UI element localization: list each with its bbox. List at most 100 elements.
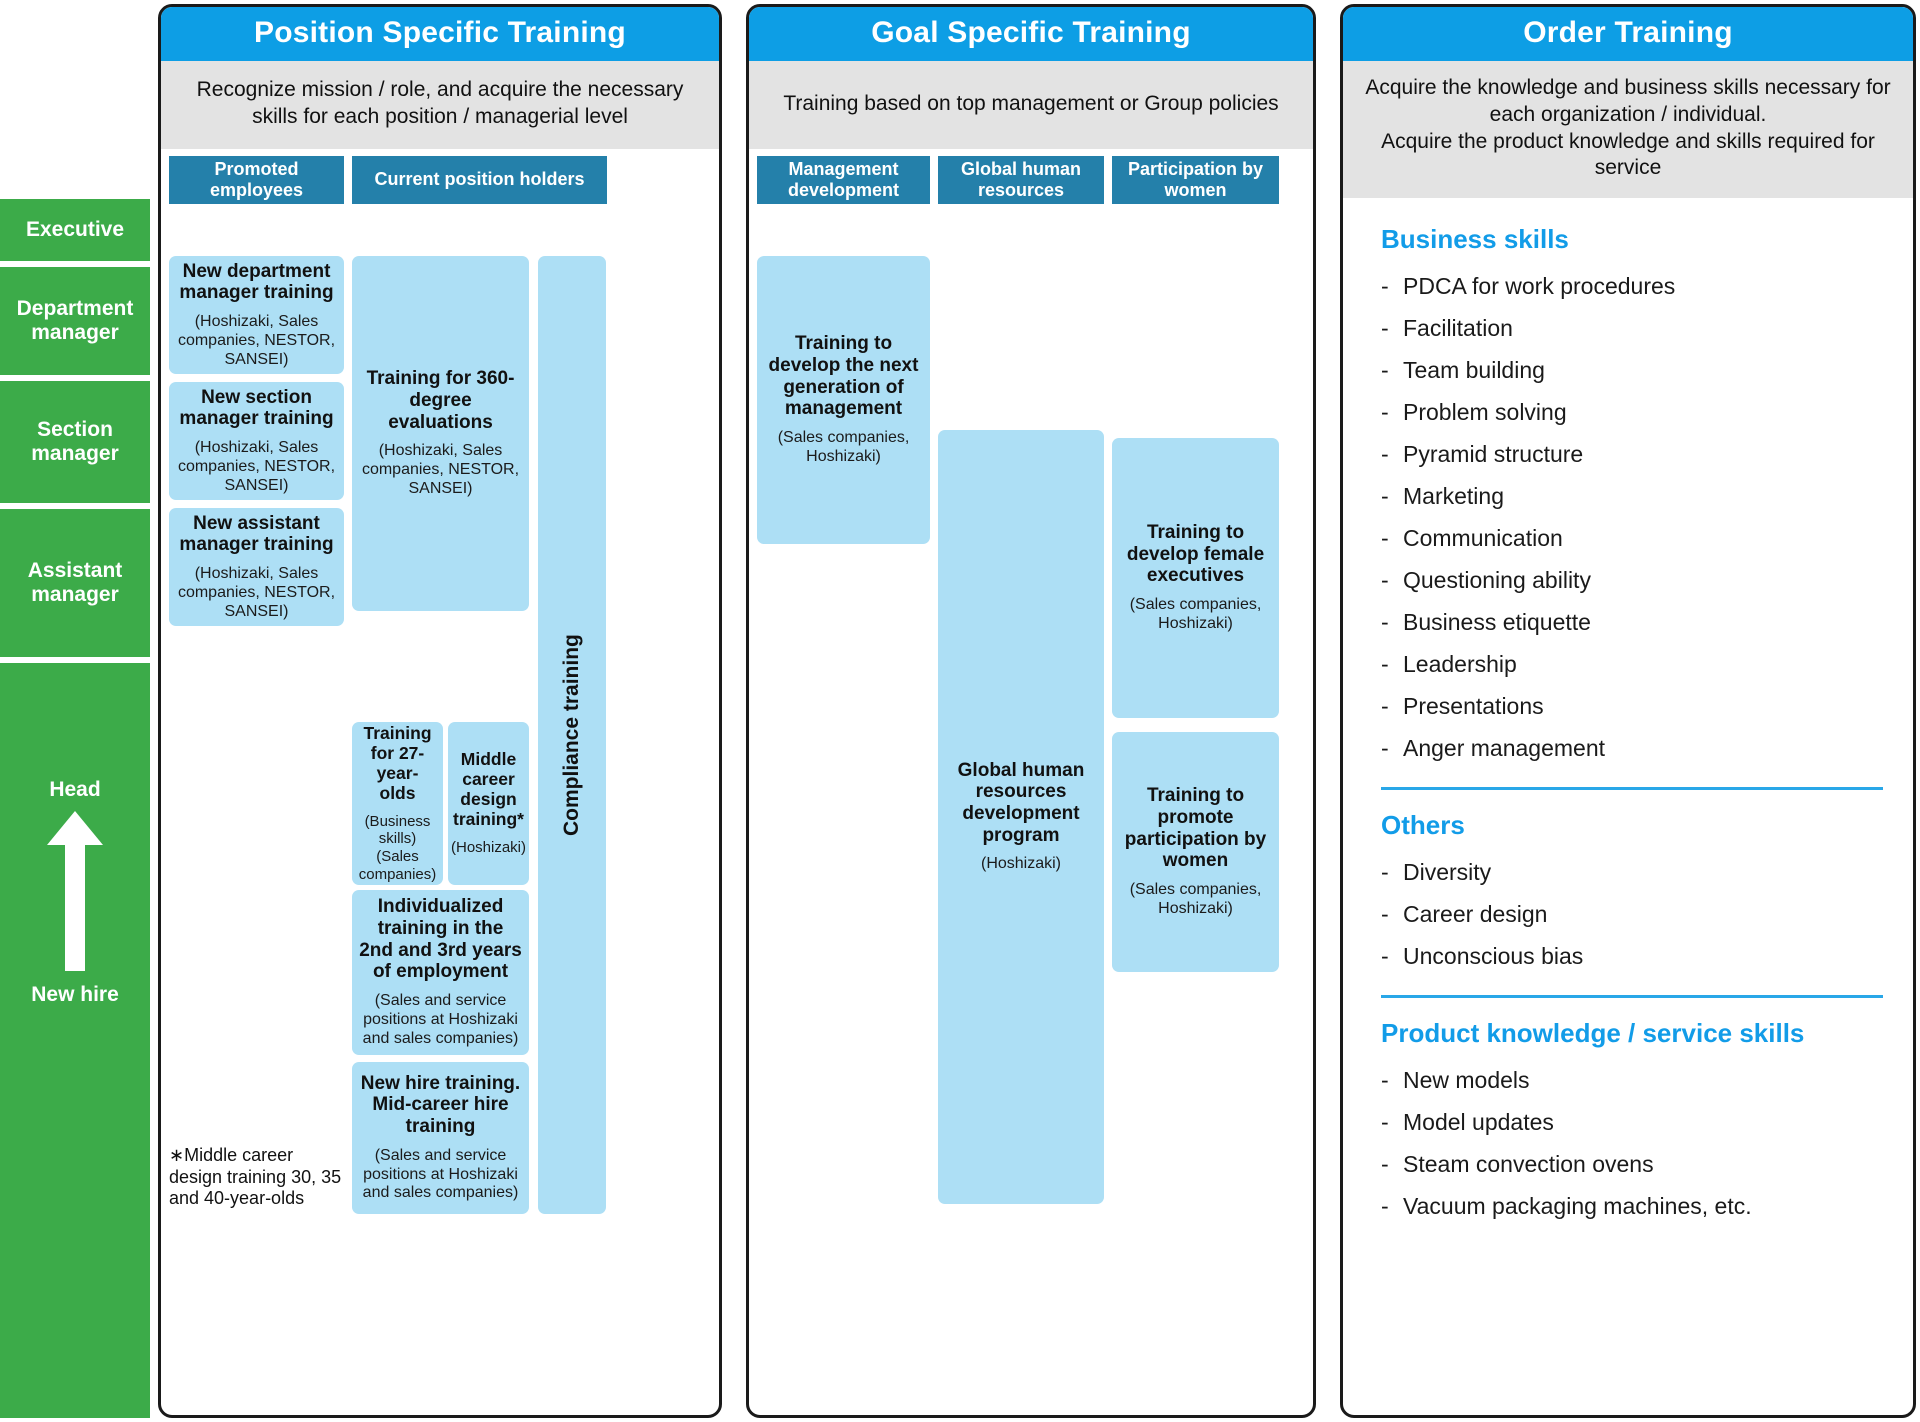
card-subtext: (Hoshizaki, Sales companies, NESTOR, SAN… — [177, 564, 336, 620]
ladder-level-label: Assistant manager — [27, 558, 123, 606]
card-title: New section manager training — [179, 386, 334, 430]
section-heading: Product knowledge / service skills — [1381, 1018, 1805, 1048]
card-title: Middle career design training* — [453, 749, 524, 830]
skill-list-others: -Diversity -Career design -Unconscious b… — [1381, 851, 1883, 977]
card-middle-career-design-training[interactable]: Middle career design training* (Hoshizak… — [448, 722, 529, 885]
card-training-next-generation-of-management[interactable]: Training to develop the next generation … — [757, 256, 930, 544]
panel-position-specific-training: Position Specific Training Recognize mis… — [158, 4, 722, 1418]
card-title: Global human resources development progr… — [957, 759, 1085, 846]
panel-title: Goal Specific Training — [749, 7, 1313, 61]
order-training-sections: Business skills -PDCA for work procedure… — [1343, 198, 1913, 1227]
ladder-level-section-manager: Section manager — [0, 381, 150, 503]
card-new-hire-and-mid-career-hire-training[interactable]: New hire training. Mid-career hire train… — [352, 1062, 529, 1214]
ladder-new-hire-label: New hire — [31, 983, 119, 1006]
up-arrow-icon — [47, 811, 103, 971]
card-individualized-training-2nd-3rd-years[interactable]: Individualized training in the 2nd and 3… — [352, 890, 529, 1055]
list-item: -Team building — [1381, 356, 1545, 383]
panel-subtitle: Acquire the knowledge and business skill… — [1343, 61, 1913, 198]
column-header-row: Management development Global human reso… — [749, 149, 1313, 204]
section-product-knowledge: Product knowledge / service skills -New … — [1381, 1018, 1883, 1227]
card-title: New department manager training — [179, 260, 334, 304]
list-item: -Vacuum packaging machines, etc. — [1381, 1192, 1752, 1219]
card-new-department-manager-training[interactable]: New department manager training (Hoshiza… — [169, 256, 344, 374]
list-item: -Anger management — [1381, 734, 1606, 761]
card-title: Training for 360-degree evaluations — [366, 368, 515, 433]
list-item: -Career design — [1381, 900, 1548, 927]
column-header-row: Promoted employees Current position hold… — [161, 149, 719, 204]
list-item: -Marketing — [1381, 482, 1504, 509]
ladder-head-label: Head — [49, 778, 101, 801]
section-heading: Business skills — [1381, 224, 1569, 254]
list-item: -Unconscious bias — [1381, 942, 1584, 969]
list-item: -Diversity — [1381, 858, 1492, 885]
list-item: -Business etiquette — [1381, 608, 1591, 635]
card-subtext: (Hoshizaki, Sales companies, NESTOR, SAN… — [177, 312, 336, 368]
panel-subtitle: Training based on top management or Grou… — [749, 61, 1313, 149]
ladder-level-label: Section manager — [31, 417, 119, 465]
list-item: -Presentations — [1381, 692, 1544, 719]
column-header-participation-by-women[interactable]: Participation by women — [1112, 156, 1279, 204]
ladder-level-head-to-new-hire: Head New hire — [0, 663, 150, 1418]
panel-title: Order Training — [1343, 7, 1913, 61]
ladder-level-department-manager: Department manager — [0, 267, 150, 375]
ladder-level-executive: Executive — [0, 199, 150, 261]
column-header-management-development[interactable]: Management development — [757, 156, 930, 204]
column-header-global-human-resources[interactable]: Global human resources — [938, 156, 1104, 204]
card-subtext: (Sales and service positions at Hoshizak… — [362, 992, 519, 1047]
section-business-skills: Business skills -PDCA for work procedure… — [1381, 224, 1883, 769]
section-divider — [1381, 787, 1883, 790]
skill-list-product-knowledge: -New models -Model updates -Steam convec… — [1381, 1059, 1883, 1227]
list-item: -Steam convection ovens — [1381, 1150, 1654, 1177]
column-header-label: Management development — [787, 158, 900, 200]
card-new-assistant-manager-training[interactable]: New assistant manager training (Hoshizak… — [169, 508, 344, 626]
list-item: -Problem solving — [1381, 398, 1567, 425]
list-item: -Communication — [1381, 524, 1563, 551]
card-subtext: (Hoshizaki, Sales companies, NESTOR, SAN… — [361, 442, 520, 497]
panel-order-training: Order Training Acquire the knowledge and… — [1340, 4, 1916, 1418]
card-subtext: (Sales and service positions at Hoshizak… — [362, 1146, 519, 1202]
position-cards-area: New department manager training (Hoshiza… — [161, 204, 719, 1404]
list-item: -Model updates — [1381, 1108, 1554, 1135]
card-subtext: (Sales companies, Hoshizaki) — [777, 428, 910, 465]
card-subtext: (Sales companies, Hoshizaki) — [1129, 596, 1262, 632]
list-item: -Facilitation — [1381, 314, 1513, 341]
card-title: Training to develop the next generation … — [768, 333, 919, 420]
card-subtext: (Hoshizaki) — [451, 839, 527, 857]
card-title: Compliance training — [560, 634, 584, 836]
card-subtext: (Sales companies, Hoshizaki) — [1129, 880, 1262, 917]
ladder-level-label: Department manager — [16, 296, 134, 344]
card-subtext: (Business skills) (Sales companies) — [358, 812, 437, 883]
card-compliance-training[interactable]: Compliance training — [538, 256, 606, 1214]
card-training-to-develop-female-executives[interactable]: Training to develop female executives (S… — [1112, 438, 1279, 718]
section-heading: Others — [1381, 810, 1465, 840]
card-title: Training for 27-year-olds — [363, 722, 432, 803]
card-training-to-promote-participation-by-women[interactable]: Training to promote participation by wom… — [1112, 732, 1279, 972]
section-others: Others -Diversity -Career design -Uncons… — [1381, 810, 1883, 977]
card-subtext: (Hoshizaki) — [980, 855, 1061, 873]
list-item: -Leadership — [1381, 650, 1517, 677]
skill-list-business: -PDCA for work procedures -Facilitation … — [1381, 265, 1883, 769]
list-item: -Questioning ability — [1381, 566, 1591, 593]
card-subtext: (Hoshizaki, Sales companies, NESTOR, SAN… — [177, 438, 336, 494]
goal-cards-area: Training to develop the next generation … — [749, 204, 1313, 1404]
card-training-for-360-degree-evaluations[interactable]: Training for 360-degree evaluations (Hos… — [352, 256, 529, 611]
card-title: Training to promote participation by wom… — [1124, 785, 1267, 872]
column-header-promoted-employees[interactable]: Promoted employees — [169, 156, 344, 204]
column-header-label: Global human resources — [960, 158, 1081, 200]
card-title: New assistant manager training — [179, 512, 334, 556]
ladder-level-label: Executive — [25, 217, 125, 241]
column-header-label: Current position holders — [374, 169, 585, 190]
section-divider — [1381, 995, 1883, 998]
position-level-ladder: Executive Department manager Section man… — [0, 0, 150, 1422]
card-training-for-27-year-olds[interactable]: Training for 27-year-olds (Business skil… — [352, 722, 443, 885]
panel-goal-specific-training: Goal Specific Training Training based on… — [746, 4, 1316, 1418]
column-header-label: Promoted employees — [209, 158, 304, 200]
card-title: Individualized training in the 2nd and 3… — [359, 896, 522, 983]
column-header-current-position-holders[interactable]: Current position holders — [352, 156, 607, 204]
card-title: New hire training. Mid-career hire train… — [360, 1072, 521, 1138]
card-new-section-manager-training[interactable]: New section manager training (Hoshizaki,… — [169, 382, 344, 500]
column-header-label: Participation by women — [1127, 158, 1264, 200]
card-global-human-resources-development-program[interactable]: Global human resources development progr… — [938, 430, 1104, 1204]
ladder-level-assistant-manager: Assistant manager — [0, 509, 150, 657]
